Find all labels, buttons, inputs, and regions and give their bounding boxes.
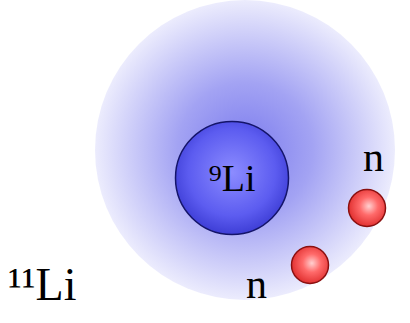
neutron: n [347, 188, 387, 228]
core-nucleus: ⁹Li [174, 120, 290, 236]
neutron-label: n [363, 136, 384, 178]
neutron: n [290, 245, 330, 285]
core-nucleus-label: ⁹Li [208, 159, 255, 197]
core-nucleus-circle [176, 122, 289, 235]
neutron-outline [347, 188, 387, 228]
halo-region-label: ¹¹Li [8, 262, 76, 308]
neutron-outline [290, 245, 330, 285]
neutron-label: n [246, 263, 267, 305]
neutron-circle [349, 190, 386, 227]
halo-region: ⁹Linn¹¹Li [95, 0, 395, 300]
neutron-circle [292, 247, 329, 284]
halo-region-circle [95, 0, 395, 300]
